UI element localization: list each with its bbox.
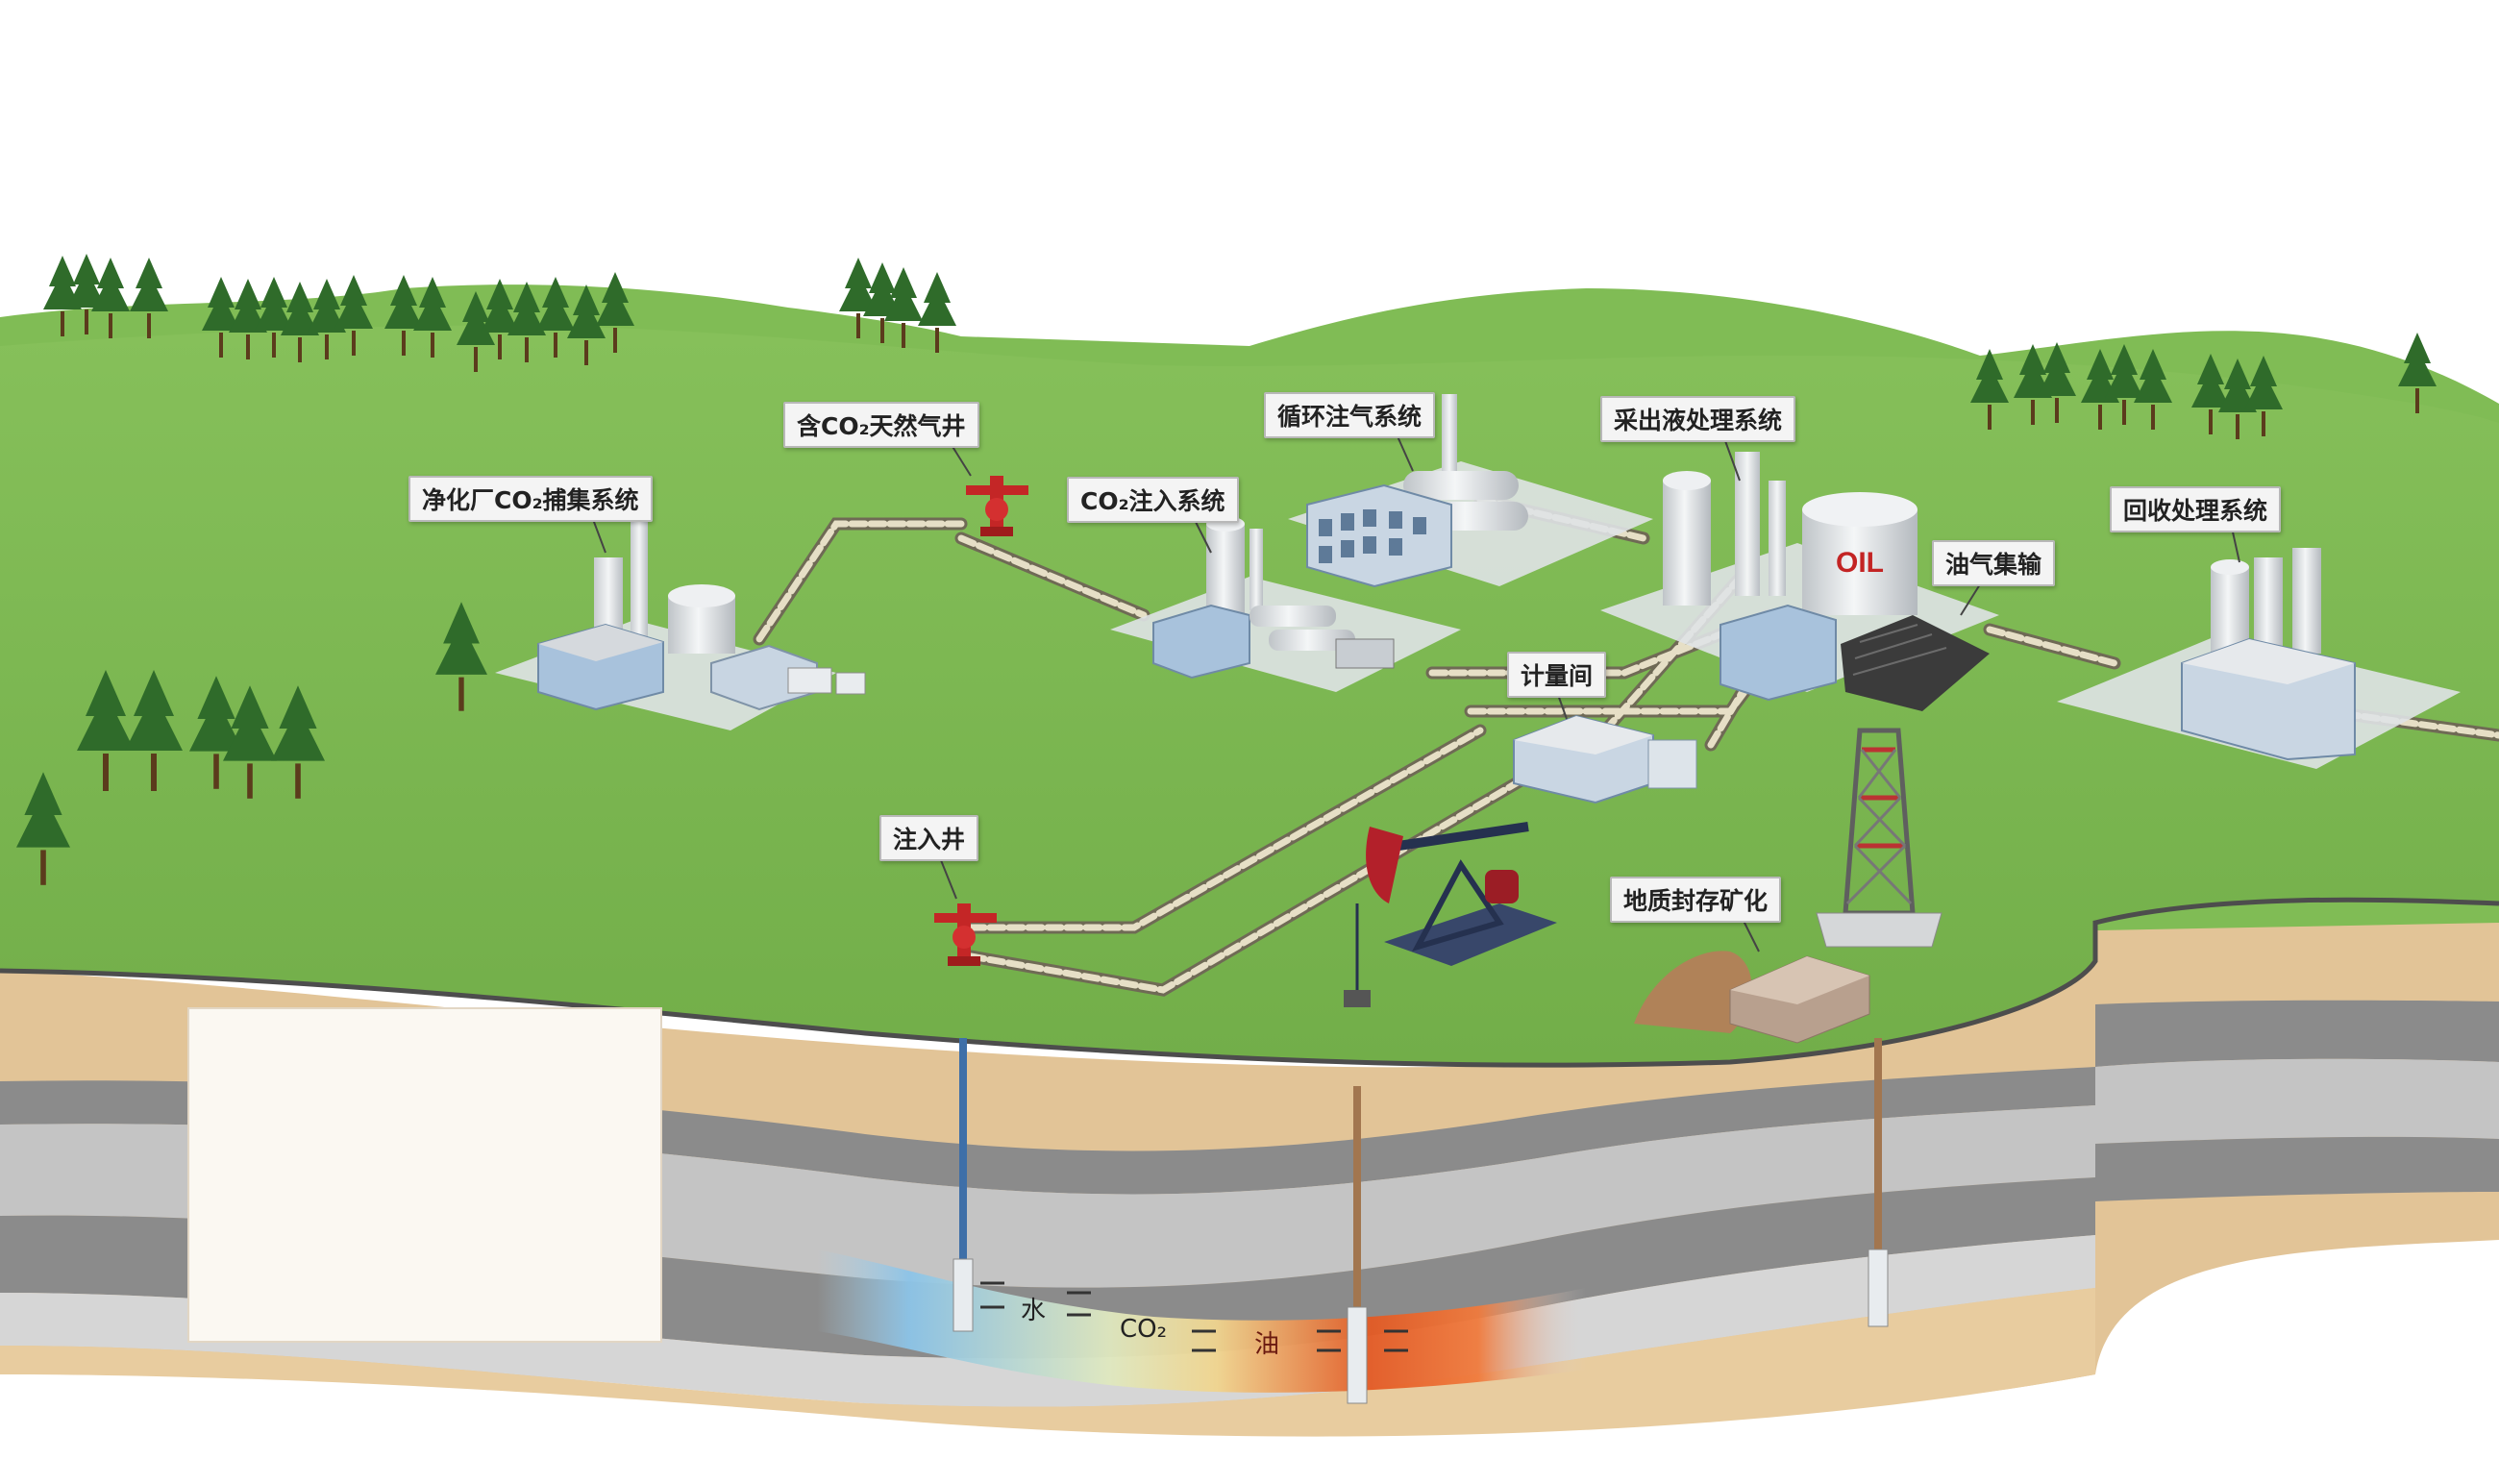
label-injection-well: 注入井 — [879, 815, 979, 861]
label-purification-plant: 净化厂CO₂捕集系统 — [408, 476, 653, 522]
label-recovery-system: 回收处理系统 — [2110, 486, 2282, 532]
flow-marks — [980, 1281, 1408, 1352]
recycle-gas-station — [1288, 394, 1653, 588]
produced-fluid-treatment: OIL — [1600, 452, 1999, 711]
label-water-zone: 水 — [1021, 1297, 1047, 1325]
pump-jack — [1344, 822, 1557, 1007]
recovery-system — [2057, 548, 2461, 769]
label-recycle-gas-system: 循环注气系统 — [1264, 392, 1436, 438]
label-metering-station: 计量间 — [1507, 652, 1607, 698]
label-co2-injection-station: CO₂注入系统 — [1067, 477, 1239, 523]
label-oil-zone: 油 — [1254, 1330, 1280, 1359]
mineralization-site — [1634, 951, 1870, 1044]
label-produced-fluid-treatment: 采出液处理系统 — [1600, 396, 1796, 442]
injection-wellhead — [934, 903, 997, 966]
co2-gas-wellhead — [966, 476, 1028, 536]
label-mineralization: 地质封存矿化 — [1610, 877, 1782, 923]
label-oil-storage: 油气集输 — [1932, 540, 2056, 586]
drilling-derrick — [1816, 728, 1942, 948]
well-bores — [953, 1038, 1889, 1404]
label-co2-zone: CO₂ — [1120, 1315, 1168, 1344]
label-co2-gas-well: 含CO₂天然气井 — [783, 402, 979, 448]
co2-injection-station — [1110, 516, 1461, 692]
metering-station — [1513, 714, 1697, 804]
legend-panel — [187, 1007, 662, 1343]
oil-tank-text: OIL — [1836, 547, 1884, 579]
